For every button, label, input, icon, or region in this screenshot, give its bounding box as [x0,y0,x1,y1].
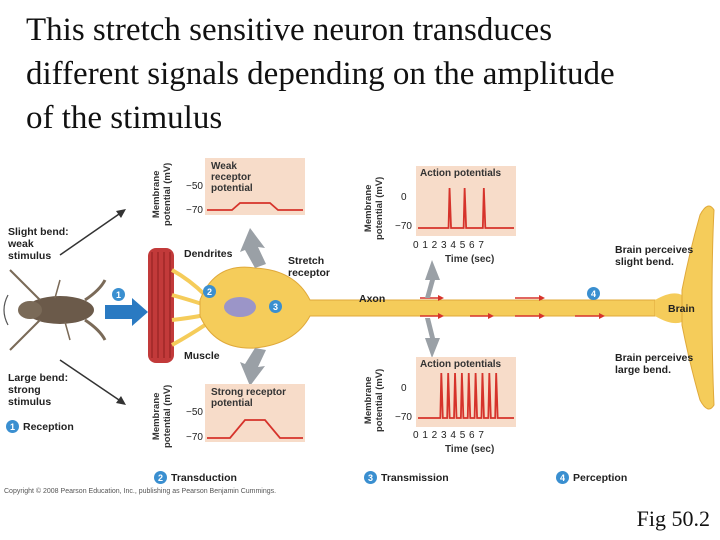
step-number: 1 [6,420,19,433]
panel-title: Weak receptor potential [211,161,253,194]
step-number: 4 [556,471,569,484]
step-badge-4: 4 [587,287,600,300]
brain-perceives-large-label: Brain perceives large bend. [615,352,694,376]
brain-perceives-slight-label: Brain perceives slight bend. [615,244,694,268]
crayfish-icon [3,269,107,351]
step-badge-1: 1 [112,288,125,301]
ap-weak-panel: Action potentials [416,166,516,236]
signal-arrows [420,295,605,319]
step-reception: 1 Reception [6,420,74,433]
strong-receptor-panel: Strong receptor potential [205,384,305,442]
tick-label: −70 [186,432,203,443]
dendrites-label: Dendrites [184,248,233,260]
tick-label: 0 [401,383,407,394]
x-tick-labels: 0 1 2 3 4 5 6 7 [413,430,484,441]
step-transmission: 3 Transmission [364,471,449,484]
panel-title: Strong receptor potential [211,387,287,409]
slight-bend-label: Slight bend: weak stimulus [8,226,69,262]
x-axis-label: Time (sec) [445,444,495,455]
step-label: Reception [23,420,74,433]
figure-reference: Fig 50.2 [636,506,710,531]
axon-label: Axon [359,293,386,305]
weak-receptor-panel: Weak receptor potential [205,158,305,215]
brain-label: Brain [668,303,695,315]
step-number: 3 [364,471,377,484]
step-label: Transmission [381,471,449,484]
step-label: Perception [573,471,628,484]
tick-label: −50 [186,181,203,192]
ap-strong-panel: Action potentials [416,357,516,427]
muscle [148,248,174,363]
slide-title: This stretch sensitive neuron transduces… [26,12,615,136]
step-transduction: 2 Transduction [154,471,237,484]
x-tick-labels: 0 1 2 3 4 5 6 7 [413,240,484,251]
stretch-receptor-label: Stretch receptor [288,255,331,279]
panel-title: Action potentials [420,359,502,370]
panel-title: Action potentials [420,168,502,179]
step-badge-3: 3 [269,300,282,313]
tick-label: −50 [186,407,203,418]
step-label: Transduction [171,471,237,484]
y-axis-label: Membrane potential (mV) [363,368,385,432]
tick-label: −70 [186,205,203,216]
x-axis-label: Time (sec) [445,254,495,265]
tick-label: 0 [401,192,407,203]
y-axis-label: Membrane potential (mV) [151,384,173,448]
copyright-text: Copyright © 2008 Pearson Education, Inc.… [4,488,277,495]
tick-label: −70 [395,412,412,423]
y-axis-label: Membrane potential (mV) [151,162,173,226]
step-perception: 4 Perception [556,471,627,484]
step-badge-2: 2 [203,285,216,298]
muscle-label: Muscle [184,350,220,362]
tick-label: −70 [395,221,412,232]
large-bend-label: Large bend: strong stimulus [8,372,69,408]
y-axis-label: Membrane potential (mV) [363,176,385,240]
step-number: 2 [154,471,167,484]
